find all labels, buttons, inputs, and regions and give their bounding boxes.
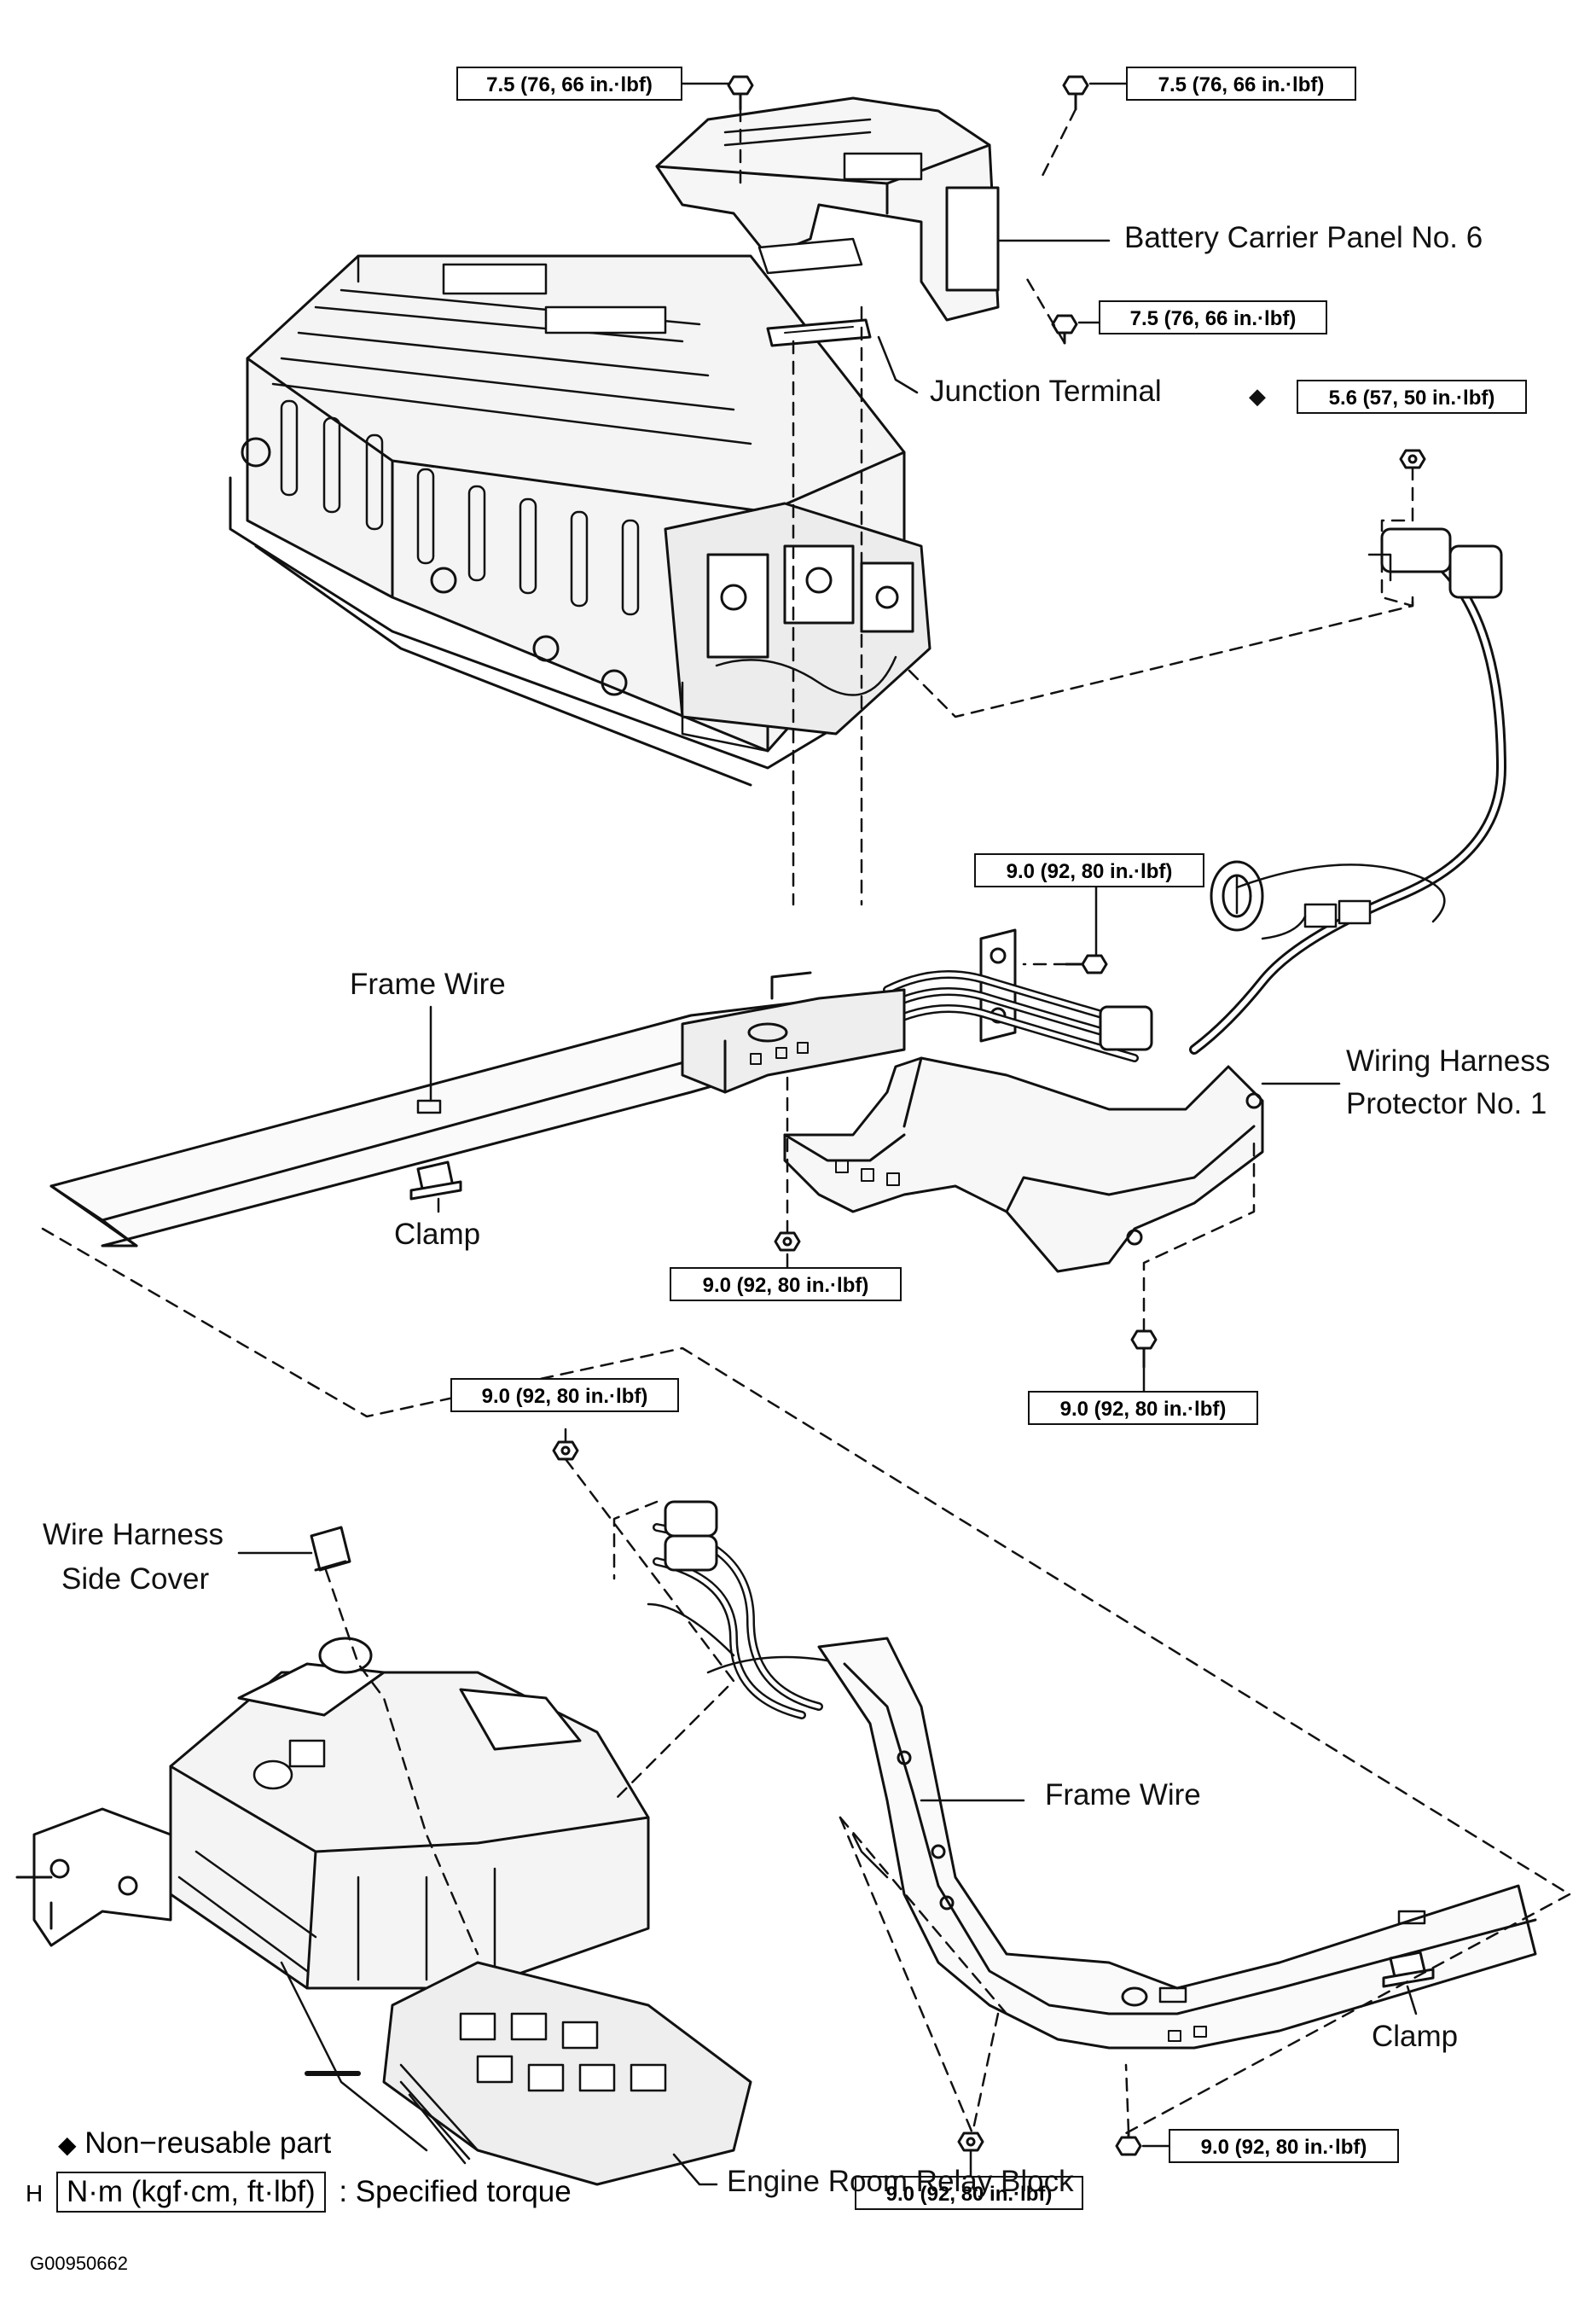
inverter-assembly <box>15 1637 752 2186</box>
torque-spec-box: 7.5 (76, 66 in.·lbf) <box>1099 300 1327 334</box>
junction-terminal <box>766 318 872 347</box>
label-wire-harness-side-cover-line2: Side Cover <box>61 1562 210 1596</box>
nut-icon <box>774 1231 801 1252</box>
torque-spec-box: 9.0 (92, 80 in.·lbf) <box>450 1378 679 1412</box>
diamond-icon: ◆ <box>58 2131 77 2158</box>
torque-spec-box: 9.0 (92, 80 in.·lbf) <box>855 2176 1083 2210</box>
bolt-icon <box>1062 75 1089 111</box>
bolt-icon <box>1115 2130 1142 2156</box>
nut-icon <box>957 2131 984 2152</box>
hv-cable <box>883 527 1506 1062</box>
torque-spec-box: 5.6 (57, 50 in.·lbf) <box>1297 380 1527 414</box>
wiring-harness-protector <box>783 1056 1264 1273</box>
bolt-icon <box>1130 1329 1158 1369</box>
torque-spec-box: 9.0 (92, 80 in.·lbf) <box>974 853 1204 887</box>
bolt-icon <box>727 75 754 111</box>
legend-non-reusable: ◆ Non−reusable part <box>58 2126 331 2161</box>
battery-carrier-panel <box>655 96 1000 322</box>
label-junction-terminal: Junction Terminal <box>930 375 1162 408</box>
label-wiring-harness-protector-line2: Protector No. 1 <box>1346 1087 1547 1120</box>
label-wire-harness-side-cover-line1: Wire Harness <box>43 1518 223 1551</box>
torque-spec-box: 7.5 (76, 66 in.·lbf) <box>1126 67 1356 101</box>
nut-icon <box>1399 449 1426 469</box>
bolt-icon <box>1051 314 1078 345</box>
figure-id: G00950662 <box>30 2253 128 2274</box>
legend-torque-text: : Specified torque <box>339 2175 572 2208</box>
label-clamp-upper: Clamp <box>394 1218 481 1251</box>
frame-wire-upper <box>49 971 906 1247</box>
label-clamp-lower: Clamp <box>1372 2020 1459 2053</box>
nut-icon <box>552 1440 579 1461</box>
legend-torque-box: N·m (kgf·cm, ft·lbf) <box>55 2172 326 2213</box>
torque-spec-box: 7.5 (76, 66 in.·lbf) <box>456 67 682 101</box>
legend-torque-prefix: H <box>26 2180 44 2207</box>
hv-battery-assembly <box>229 254 931 787</box>
torque-spec-box: 9.0 (92, 80 in.·lbf) <box>1028 1391 1258 1425</box>
label-battery-carrier-panel: Battery Carrier Panel No. 6 <box>1124 221 1483 254</box>
leader-lines <box>237 82 1418 2186</box>
frame-wire-lower <box>647 1500 1537 2050</box>
label-engine-room-relay-block: Engine Room Relay Block <box>727 2165 1074 2198</box>
legend-non-reusable-text: Non−reusable part <box>84 2126 332 2160</box>
torque-spec-box: 9.0 (92, 80 in.·lbf) <box>1169 2129 1399 2163</box>
wire-harness-side-cover <box>310 1526 351 1572</box>
label-frame-wire-lower: Frame Wire <box>1045 1778 1201 1812</box>
non-reusable-diamond-icon: ◆ <box>1249 383 1266 409</box>
label-frame-wire-upper: Frame Wire <box>350 968 506 1001</box>
label-wiring-harness-protector-line1: Wiring Harness <box>1346 1044 1551 1078</box>
legend-torque: H N·m (kgf·cm, ft·lbf) : Specified torqu… <box>26 2172 572 2213</box>
torque-spec-box: 9.0 (92, 80 in.·lbf) <box>670 1267 902 1301</box>
clamp-icon <box>409 1160 462 1201</box>
